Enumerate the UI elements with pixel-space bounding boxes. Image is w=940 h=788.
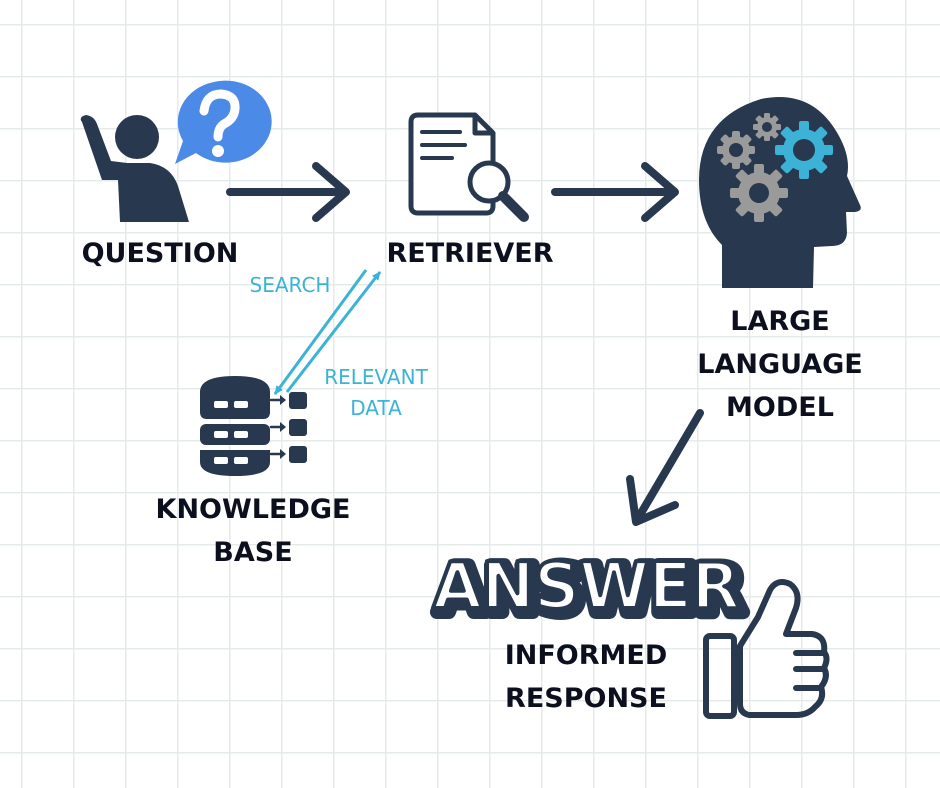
arrow-llm-to-answer bbox=[626, 409, 704, 526]
arrow-search bbox=[273, 269, 368, 395]
answer-title: ANSWER ANSWER bbox=[430, 547, 752, 635]
thumbs-up-icon bbox=[703, 579, 830, 719]
svg-text:ANSWER: ANSWER bbox=[437, 554, 744, 628]
database-icon bbox=[200, 376, 307, 476]
relevant-data-edge-label: RELEVANT DATA bbox=[324, 365, 428, 420]
svg-text:ANSWER: ANSWER bbox=[433, 550, 740, 624]
answer-subtitle: INFORMED RESPONSE bbox=[504, 640, 668, 714]
question-label: QUESTION bbox=[81, 238, 239, 269]
arrow-relevant-data bbox=[285, 271, 382, 393]
database-output-arrows bbox=[269, 398, 283, 456]
arrow-retriever-to-llm bbox=[551, 162, 679, 222]
arrow-question-to-retriever bbox=[226, 162, 350, 222]
search-edge-label: SEARCH bbox=[249, 273, 331, 297]
knowledge-base-label: KNOWLEDGE BASE bbox=[155, 494, 351, 568]
head-gears-icon bbox=[699, 96, 861, 288]
llm-label: LARGE LANGUAGE MODEL bbox=[697, 306, 863, 423]
retriever-label: RETRIEVER bbox=[386, 238, 554, 269]
document-search-icon bbox=[408, 112, 529, 222]
person-waving-icon bbox=[80, 115, 189, 222]
question-bubble-icon bbox=[175, 80, 272, 164]
